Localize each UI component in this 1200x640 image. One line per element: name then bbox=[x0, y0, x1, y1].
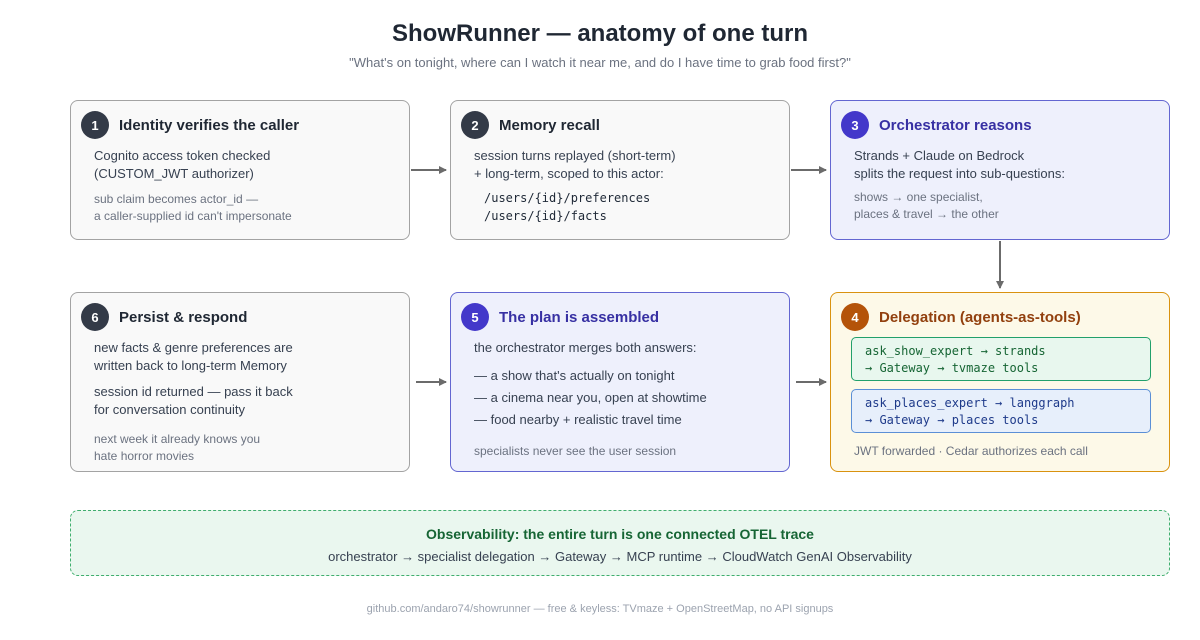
step-persist-body: new facts & genre preferences are writte… bbox=[94, 339, 395, 465]
observability-text: orchestrator → specialist delegation → G… bbox=[328, 549, 912, 564]
step-memory-body: session turns replayed (short-term) + lo… bbox=[474, 147, 775, 225]
step-identity-body: Cognito access token checked (CUSTOM_JWT… bbox=[94, 147, 395, 225]
step-title: Orchestrator reasons bbox=[879, 116, 1032, 134]
places-expert-tool: ask_places_expert → langgraph → Gateway … bbox=[851, 389, 1151, 433]
step-delegation-card: 4 Delegation (agents-as-tools) ask_show_… bbox=[830, 292, 1170, 472]
step-text: Strands + Claude on Bedrock bbox=[854, 148, 1025, 163]
step-memory-card: 2 Memory recall session turns replayed (… bbox=[450, 100, 790, 240]
tool-text: ask_show_expert → strands bbox=[865, 344, 1046, 358]
step-plan-card: 5 The plan is assembled the orchestrator… bbox=[450, 292, 790, 472]
step-text: splits the request into sub-questions: bbox=[854, 166, 1066, 181]
memory-path: /users/{id}/preferences bbox=[484, 191, 651, 205]
step-orchestrator-body: Strands + Claude on Bedrock splits the r… bbox=[854, 147, 1155, 223]
step-number-badge: 1 bbox=[81, 111, 109, 139]
step-note: sub claim becomes actor_id — bbox=[94, 192, 259, 206]
step-persist-header: 6 Persist & respond bbox=[81, 303, 247, 331]
step-note: a caller-supplied id can't impersonate bbox=[94, 209, 292, 223]
step-text: (CUSTOM_JWT authorizer) bbox=[94, 166, 254, 181]
step-plan-header: 5 The plan is assembled bbox=[461, 303, 659, 331]
step-identity-card: 1 Identity verifies the caller Cognito a… bbox=[70, 100, 410, 240]
observability-panel: Observability: the entire turn is one co… bbox=[70, 510, 1170, 576]
step-note: next week it already knows you bbox=[94, 432, 261, 446]
step-memory-header: 2 Memory recall bbox=[461, 111, 600, 139]
step-text: session id returned — pass it back bbox=[94, 384, 293, 399]
plan-item: — food nearby + realistic travel time bbox=[474, 412, 682, 427]
step-plan-body: the orchestrator merges both answers: — … bbox=[474, 339, 775, 460]
plan-item: — a cinema near you, open at showtime bbox=[474, 390, 707, 405]
step-text: for conversation continuity bbox=[94, 402, 246, 417]
step-text: Cognito access token checked bbox=[94, 148, 271, 163]
step-note: places & travel → the other bbox=[854, 207, 999, 221]
step-number-badge: 2 bbox=[461, 111, 489, 139]
step-note: specialists never see the user session bbox=[474, 444, 677, 458]
step-text: session turns replayed (short-term) bbox=[474, 148, 676, 163]
step-title: Persist & respond bbox=[119, 308, 248, 326]
diagram-subtitle: "What's on tonight, where can I watch it… bbox=[349, 55, 851, 70]
step-title: Identity verifies the caller bbox=[119, 116, 300, 134]
step-note: shows → one specialist, bbox=[854, 190, 983, 204]
step-text: the orchestrator merges both answers: bbox=[474, 340, 697, 355]
memory-path: /users/{id}/facts bbox=[484, 209, 607, 223]
show-expert-tool: ask_show_expert → strands → Gateway → tv… bbox=[851, 337, 1151, 381]
step-delegation-header: 4 Delegation (agents-as-tools) bbox=[841, 303, 1081, 331]
tool-text: → Gateway → tvmaze tools bbox=[865, 361, 1039, 375]
tool-text: ask_places_expert → langgraph bbox=[865, 396, 1075, 410]
step-number-badge: 5 bbox=[461, 303, 489, 331]
step-number-badge: 4 bbox=[841, 303, 869, 331]
step-orchestrator-header: 3 Orchestrator reasons bbox=[841, 111, 1032, 139]
footer-text: github.com/andaro74/showrunner — free & … bbox=[366, 603, 834, 615]
step-orchestrator-card: 3 Orchestrator reasons Strands + Claude … bbox=[830, 100, 1170, 240]
observability-title: Observability: the entire turn is one co… bbox=[426, 526, 814, 542]
step-title: Delegation (agents-as-tools) bbox=[879, 308, 1081, 326]
diagram-title: ShowRunner — anatomy of one turn bbox=[391, 20, 808, 47]
step-note: JWT forwarded · Cedar authorizes each ca… bbox=[854, 444, 1088, 458]
step-title: Memory recall bbox=[499, 116, 600, 134]
step-identity-header: 1 Identity verifies the caller bbox=[81, 111, 299, 139]
step-text: + long-term, scoped to this actor: bbox=[474, 166, 664, 181]
step-note: hate horror movies bbox=[94, 449, 195, 463]
step-persist-card: 6 Persist & respond new facts & genre pr… bbox=[70, 292, 410, 472]
step-title: The plan is assembled bbox=[499, 308, 660, 326]
step-number-badge: 3 bbox=[841, 111, 869, 139]
step-number-badge: 6 bbox=[81, 303, 109, 331]
plan-item: — a show that's actually on tonight bbox=[474, 368, 675, 383]
step-text: written back to long-term Memory bbox=[94, 358, 287, 373]
step-text: new facts & genre preferences are bbox=[94, 340, 293, 355]
tool-text: → Gateway → places tools bbox=[865, 413, 1039, 427]
